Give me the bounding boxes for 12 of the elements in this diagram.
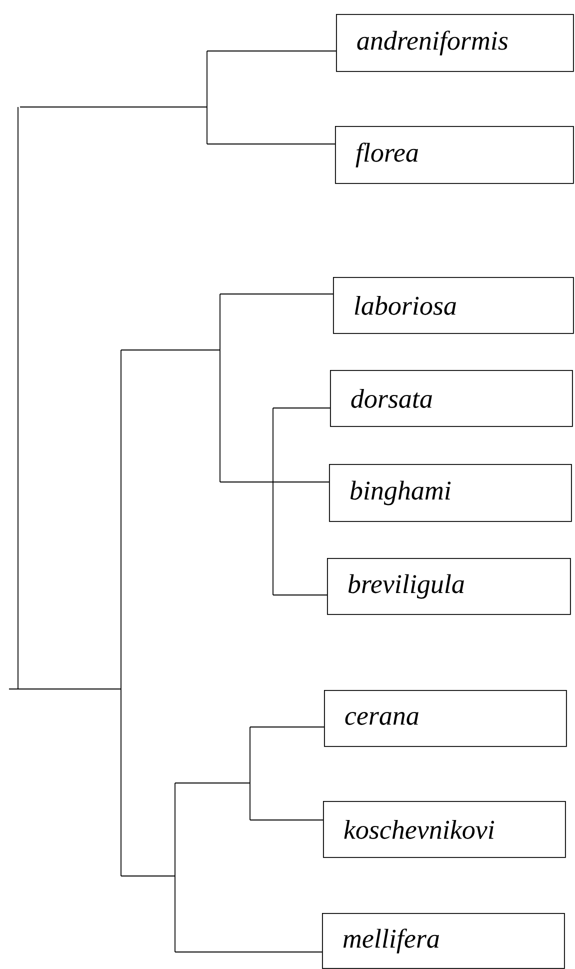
species-box: binghami [329,464,572,522]
branch-line [272,594,328,596]
species-box: mellifera [322,913,565,969]
species-box: koschevnikovi [323,801,566,858]
species-box: laboriosa [333,277,574,334]
species-box: breviligula [327,558,571,615]
species-box: andreniformis [336,14,574,72]
branch-line [250,726,324,728]
branch-line [206,50,336,52]
species-box: florea [335,126,574,184]
species-box: dorsata [330,370,573,427]
species-box: cerana [324,690,567,747]
